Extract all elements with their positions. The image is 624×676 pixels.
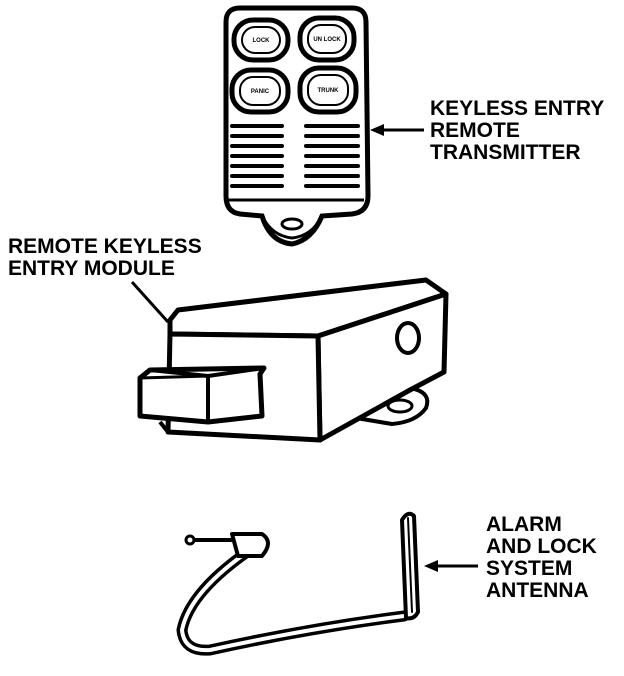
antenna-label-line-2: AND LOCK — [486, 535, 597, 558]
transmitter-label-line-1: KEYLESS ENTRY — [430, 97, 605, 120]
remote-buttons: LOCK UN LOCK PANIC TRUNK — [229, 15, 359, 115]
transmitter-label-line-3: TRANSMITTER — [430, 141, 581, 164]
transmitter-leader-arrow — [370, 124, 424, 136]
antenna-label-line-1: ALARM — [486, 513, 562, 536]
remote-grille — [230, 124, 360, 188]
module-label-line-1: REMOTE KEYLESS — [8, 235, 202, 258]
unlock-button-label: UN LOCK — [313, 37, 341, 43]
unlock-button: UN LOCK — [297, 15, 357, 63]
panic-button: PANIC — [229, 67, 291, 115]
antenna — [176, 511, 420, 656]
trunk-button: TRUNK — [297, 65, 359, 115]
lock-button-label: LOCK — [253, 38, 271, 44]
antenna-label-line-4: ANTENNA — [486, 579, 589, 602]
module-leader-line — [130, 280, 170, 324]
antenna-leader-arrow — [424, 560, 478, 572]
entry-module — [137, 277, 449, 443]
lock-button: LOCK — [231, 17, 291, 63]
panic-button-label: PANIC — [251, 89, 270, 95]
trunk-button-label: TRUNK — [318, 88, 340, 94]
antenna-label-line-3: SYSTEM — [486, 557, 573, 580]
transmitter-label-line-2: REMOTE — [430, 119, 520, 142]
module-label-line-2: ENTRY MODULE — [8, 257, 175, 280]
